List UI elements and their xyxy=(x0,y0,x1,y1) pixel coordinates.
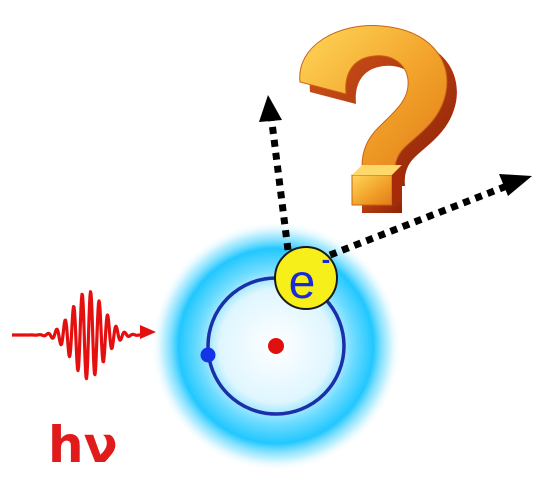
electron-charge: - xyxy=(322,244,331,274)
electron-symbol: e xyxy=(289,256,316,309)
arrow-head-right xyxy=(499,174,532,196)
arrow-head-up xyxy=(259,95,282,122)
bound-electron xyxy=(201,348,216,363)
photon-energy-label: hν xyxy=(48,420,118,470)
photon-wave-packet xyxy=(12,292,142,379)
question-mark xyxy=(300,26,457,213)
nucleus xyxy=(268,338,284,354)
